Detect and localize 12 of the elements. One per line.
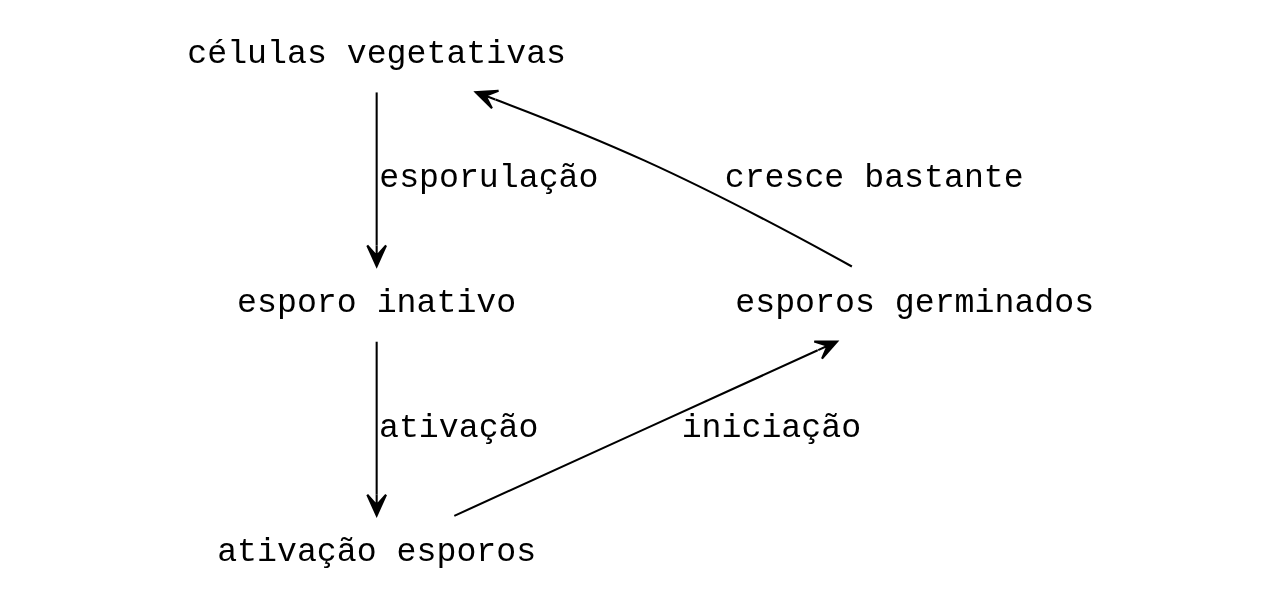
arrow (366, 91, 388, 267)
edge-label: ativação (378, 408, 539, 447)
arrow (366, 341, 388, 517)
arrow (474, 89, 853, 267)
node-text: esporos germinados (735, 283, 1095, 322)
node-text: esporo inativo (237, 283, 517, 322)
node-text: células vegetativas (187, 34, 567, 73)
arrow (453, 339, 839, 517)
edge-label: iniciação (681, 408, 862, 447)
edge-label: cresce bastante (724, 158, 1024, 197)
edge-label: esporulação (379, 158, 599, 197)
node-text: ativação esporos (217, 532, 537, 571)
